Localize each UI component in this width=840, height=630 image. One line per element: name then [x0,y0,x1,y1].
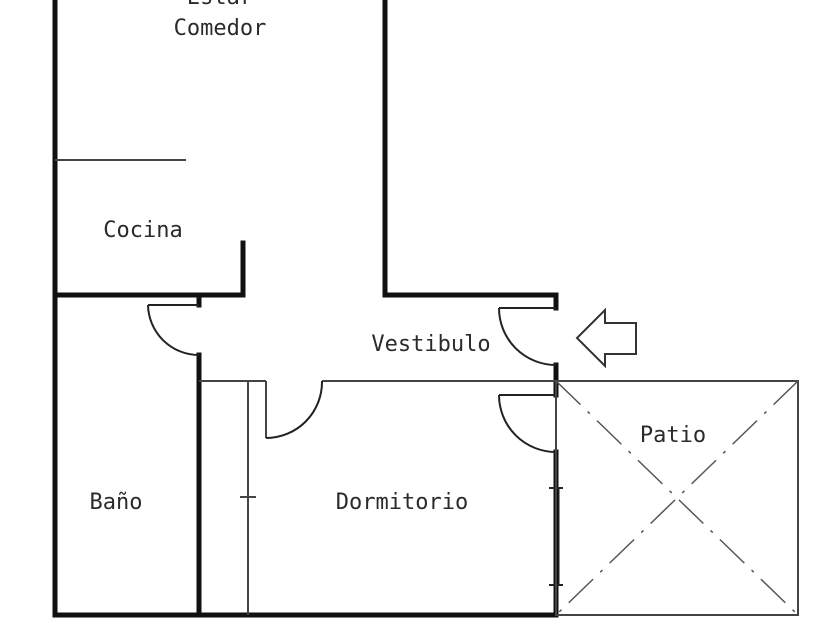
room-labels: Estar Comedor Cocina Vestibulo Baño Dorm… [90,0,707,515]
entrance-door-swing [498,307,557,366]
bedroom-door-swing [265,380,324,439]
walls [52,0,559,618]
doors [147,304,557,453]
room-label-patio: Patio [640,423,706,448]
patio [555,380,799,616]
room-label-bano: Baño [90,490,143,515]
partitions [55,159,556,615]
room-label-cocina: Cocina [103,218,182,243]
patio-door-swing [498,394,557,453]
room-label-vestibulo: Vestibulo [371,332,490,357]
bath-door-swing [147,304,200,356]
entrance-arrow-icon [575,307,637,369]
patio-outline [555,380,799,616]
room-label-estar: Estar [187,0,253,10]
room-label-dormitorio: Dormitorio [336,490,468,515]
room-label-comedor: Comedor [174,16,267,41]
